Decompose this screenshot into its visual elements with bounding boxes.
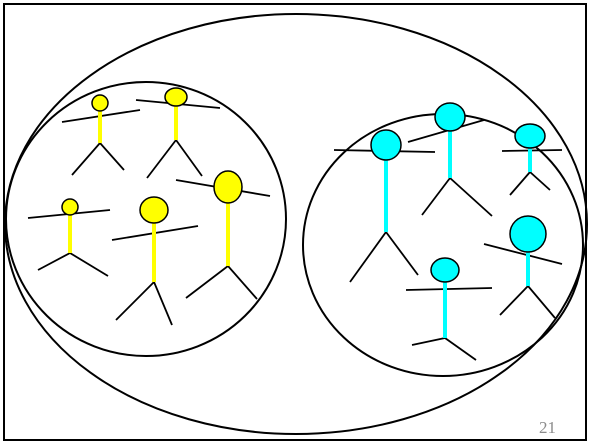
figure-head: [370, 129, 402, 161]
yellow-group-figure: [61, 94, 141, 176]
figure-head: [509, 215, 547, 253]
yellow-group-figure: [175, 170, 271, 300]
figure-leg: [385, 231, 419, 276]
cyan-group-figure: [407, 102, 493, 217]
figure-leg: [499, 285, 529, 316]
figure-leg: [527, 285, 556, 319]
figure-arms: [405, 287, 493, 291]
cyan-group-figure: [483, 215, 563, 319]
outer-ellipse: [4, 13, 588, 435]
cyan-group-figure: [333, 129, 436, 283]
figure-leg: [411, 337, 446, 346]
figure-head: [61, 198, 79, 216]
stick-figures: [27, 87, 563, 361]
figure-head: [213, 170, 243, 204]
cyan-group-figure: [405, 257, 493, 361]
figure-leg: [449, 177, 493, 217]
figure-arms: [483, 243, 563, 265]
yellow-group-figure: [135, 87, 221, 179]
figure-head: [139, 196, 169, 224]
cyan-group-figure: [501, 123, 563, 196]
figure-head: [434, 102, 466, 132]
figure-leg: [115, 281, 155, 321]
figure-leg: [529, 171, 551, 191]
figure-leg: [153, 281, 173, 326]
left-circle: [5, 81, 287, 357]
figure-head: [164, 87, 188, 107]
figure-leg: [37, 252, 71, 271]
figure-leg: [99, 142, 125, 171]
figure-leg: [69, 252, 109, 277]
page-number: 21: [539, 418, 556, 437]
figure-leg: [444, 337, 477, 361]
figure-leg: [349, 231, 387, 283]
figure-head: [514, 123, 546, 149]
yellow-group-figure: [111, 196, 199, 326]
figure-leg: [71, 142, 101, 176]
figure-leg: [421, 177, 451, 216]
yellow-group-figure: [27, 198, 111, 277]
figure-head: [91, 94, 109, 112]
figure-leg: [185, 265, 229, 299]
figure-leg: [146, 139, 177, 179]
figure-leg: [175, 139, 203, 177]
figure-head: [430, 257, 460, 283]
figure-leg: [509, 171, 531, 196]
figure-leg: [227, 265, 258, 300]
